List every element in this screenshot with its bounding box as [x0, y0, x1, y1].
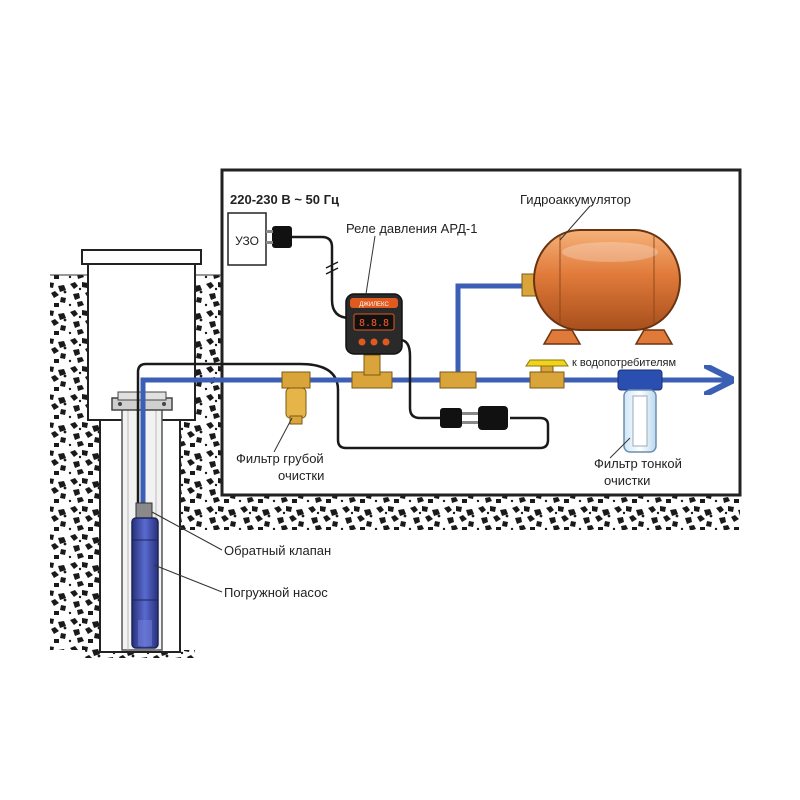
- voltage-label: 220-230 В ~ 50 Гц: [230, 192, 339, 207]
- pressure-relay-label: Реле давления АРД-1: [346, 221, 478, 236]
- fine-filter-label-1: Фильтр тонкой: [594, 456, 682, 471]
- to-consumers-label: к водопотребителям: [572, 357, 676, 369]
- accumulator-label: Гидроаккумулятор: [520, 192, 631, 207]
- power-plug: [266, 226, 292, 248]
- ball-valve: [525, 359, 569, 389]
- relay-brand-text: ДЖИЛЕКС: [359, 302, 389, 308]
- relay-power-cable: [292, 235, 351, 320]
- fine-filter: [617, 369, 663, 453]
- hydro-accumulator: [521, 229, 681, 345]
- check-valve-label: Обратный клапан: [224, 543, 331, 558]
- pressure-relay: 8.8.8: [345, 293, 403, 355]
- riser-pipe: [140, 377, 300, 505]
- submersible-pump: [131, 517, 159, 649]
- relay-output-cable: [399, 338, 440, 420]
- plug-socket-pair: [440, 406, 508, 430]
- accumulator-tee-fitting: [439, 371, 477, 389]
- pump-cable: [136, 362, 550, 505]
- coarse-filter-label-2: очистки: [278, 468, 324, 483]
- relay-tee-fitting: [351, 354, 393, 389]
- rcd-box: [227, 212, 267, 266]
- coarse-filter-label-1: Фильтр грубой: [236, 451, 324, 466]
- rcd-label: УЗО: [235, 234, 259, 248]
- relay-display: 8.8.8: [359, 318, 389, 329]
- coarse-filter: [281, 371, 311, 425]
- leader-lines: [151, 205, 631, 593]
- accumulator-branch-pipe: [455, 283, 524, 380]
- check-valve: [135, 502, 153, 520]
- submersible-pump-label: Погружной насос: [224, 585, 328, 600]
- fine-filter-label-2: очистки: [604, 473, 650, 488]
